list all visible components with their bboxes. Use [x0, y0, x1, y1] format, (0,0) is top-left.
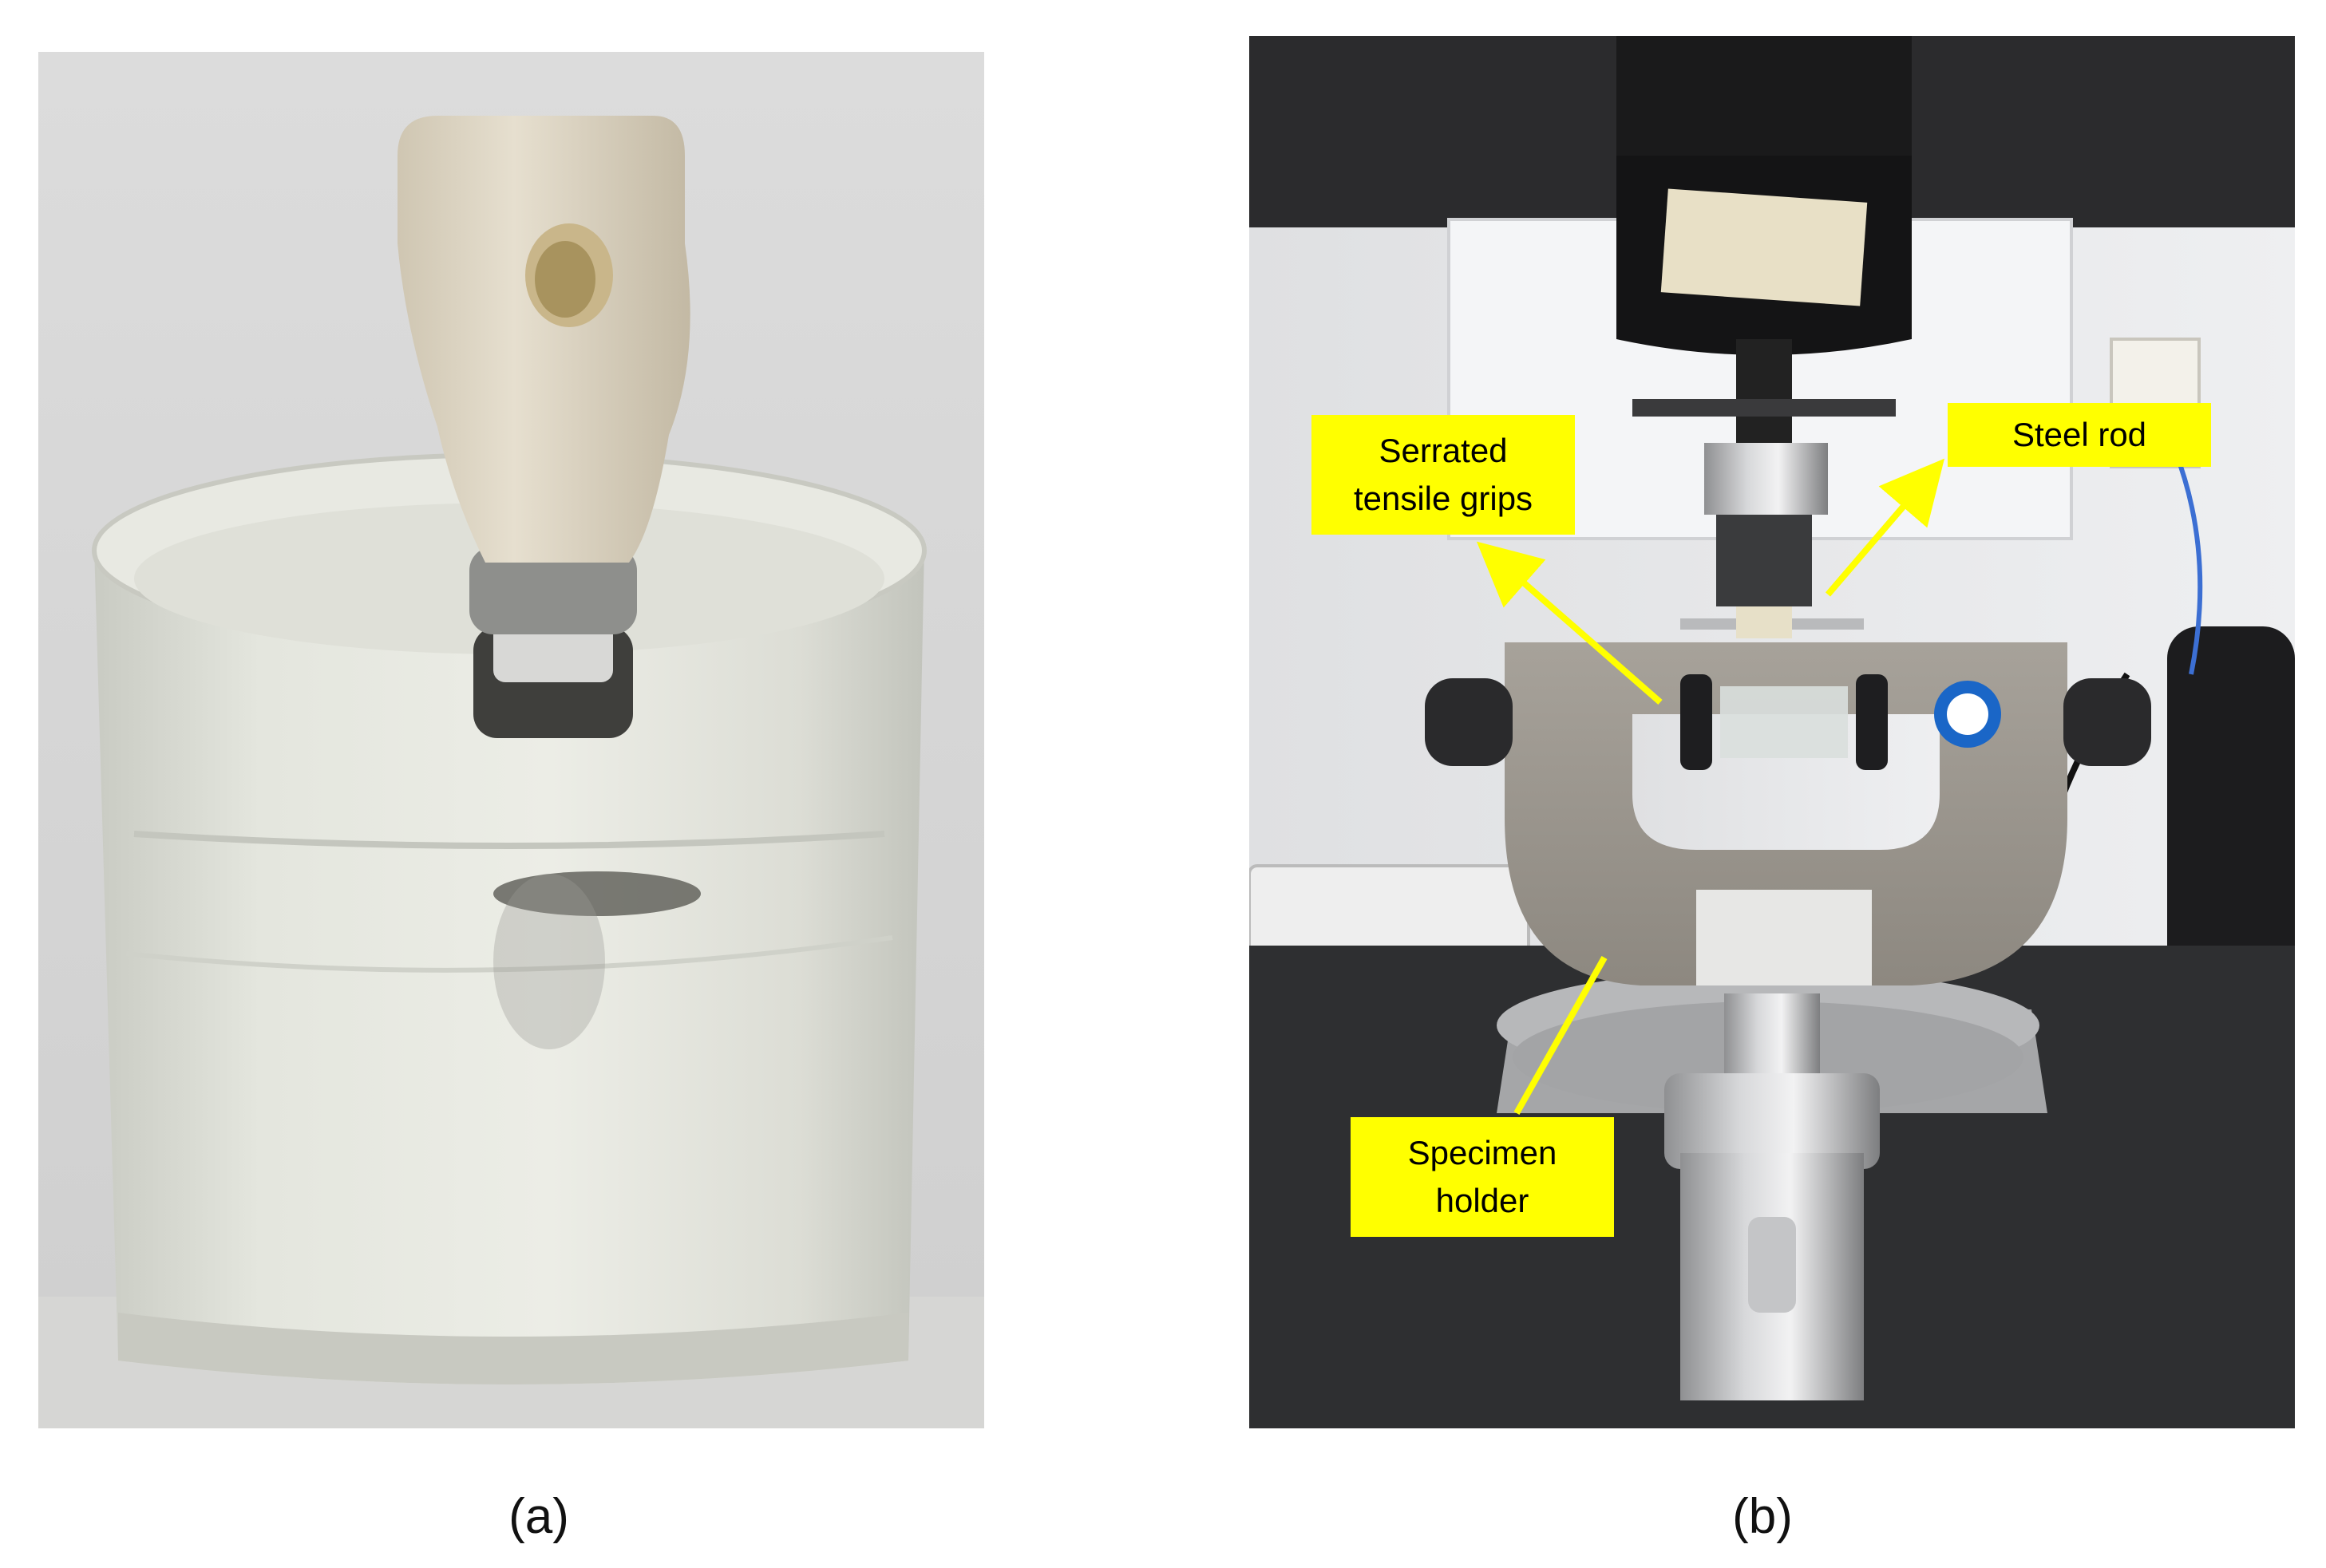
- label-serrated-tensile-grips: Serrated tensile grips: [1311, 415, 1575, 535]
- label-grips-line1: Serrated: [1379, 432, 1508, 469]
- label-specimen-holder: Specimen holder: [1351, 1117, 1614, 1237]
- caption-a: (a): [508, 1489, 569, 1544]
- label-grips-line2: tensile grips: [1353, 480, 1533, 517]
- label-holder-line2: holder: [1435, 1182, 1529, 1219]
- label-steel-rod: Steel rod: [1948, 403, 2211, 467]
- label-rod-text: Steel rod: [2012, 416, 2147, 453]
- photo-test-fixture: [1249, 36, 2295, 1428]
- label-holder-line1: Specimen: [1407, 1134, 1557, 1171]
- caption-b: (b): [1732, 1489, 1793, 1544]
- photo-specimen-in-resin: [38, 52, 984, 1428]
